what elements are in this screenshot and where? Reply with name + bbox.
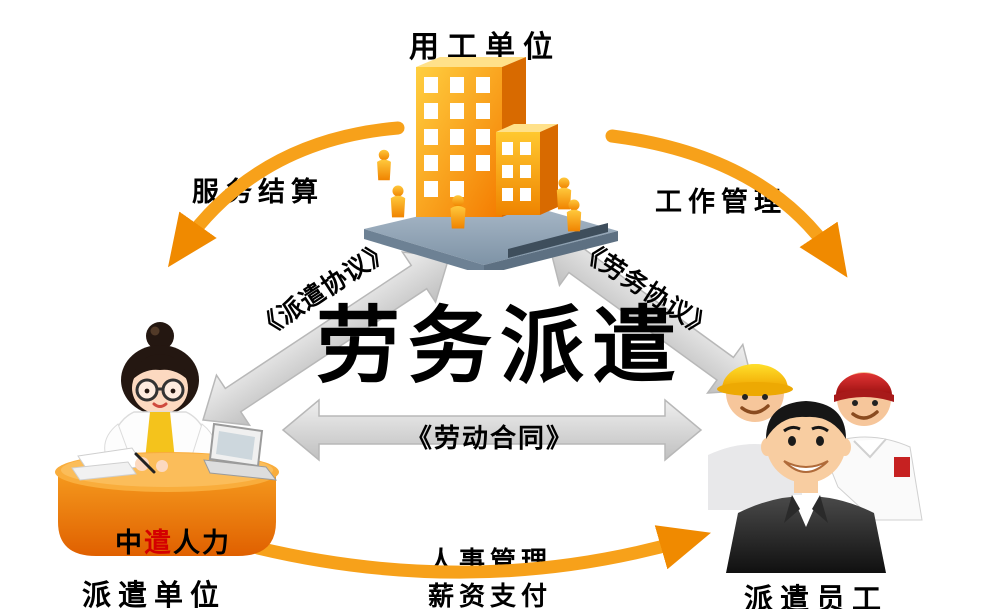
diagram-title: 劳务派遣	[315, 296, 684, 395]
desk-icon	[55, 422, 279, 556]
cap-worker-icon	[821, 372, 923, 521]
employer-building-illustration	[364, 57, 618, 270]
brand-part-3: 人力	[173, 528, 231, 558]
building-small-icon	[496, 124, 558, 215]
woman-at-desk-icon	[104, 322, 217, 463]
agency-desk-brand: 中遣人力	[98, 521, 248, 560]
brand-part-1: 中	[115, 528, 144, 558]
platform-icon	[364, 197, 618, 270]
brand-part-2: 遣	[144, 528, 173, 558]
work-management-arrow	[605, 129, 848, 278]
labor-contract-label: 《劳动合同》	[405, 423, 574, 453]
staff-label: 派遣员工	[744, 584, 889, 609]
agency-illustration	[55, 322, 279, 556]
staff-illustration	[708, 364, 923, 573]
service-settlement-arrow	[167, 121, 405, 268]
suit-worker-icon	[726, 401, 886, 573]
salary-payment-label: 薪资支付	[427, 581, 552, 609]
hr-salary-arrow	[251, 525, 711, 579]
labor-contract-arrow	[281, 398, 703, 462]
agency-label: 派遣单位	[82, 580, 227, 609]
building-icon	[416, 57, 526, 217]
